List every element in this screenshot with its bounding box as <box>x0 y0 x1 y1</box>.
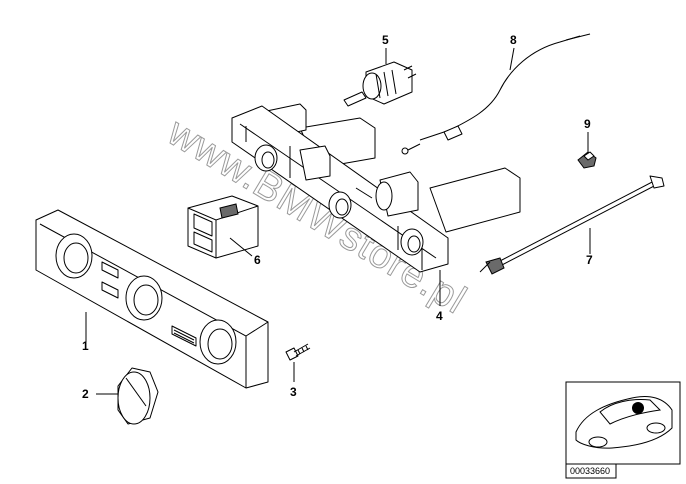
part-label-9: 9 <box>584 117 591 131</box>
part-label-5: 5 <box>382 33 389 47</box>
bowden-cable <box>401 33 591 155</box>
flexible-shaft <box>479 175 665 275</box>
front-panel <box>35 209 269 389</box>
part-label-6: 6 <box>254 253 261 267</box>
clip <box>577 151 597 169</box>
leader-lines <box>85 47 591 395</box>
part-label-2: 2 <box>82 387 89 401</box>
vehicle-thumbnail: 00033660 <box>565 381 681 479</box>
car-silhouette-icon <box>575 396 673 449</box>
part-label-7: 7 <box>586 253 593 267</box>
rotary-knob <box>117 367 159 425</box>
location-marker-icon <box>632 402 644 414</box>
part-label-3: 3 <box>290 385 297 399</box>
part-label-8: 8 <box>510 33 517 47</box>
screw <box>285 343 311 361</box>
switch-module <box>187 195 259 259</box>
diagram-reference-number: 00033660 <box>570 466 610 476</box>
rotary-switch <box>343 61 417 107</box>
control-unit-housing <box>231 103 521 273</box>
part-label-4: 4 <box>436 309 443 323</box>
part-label-1: 1 <box>82 339 89 353</box>
